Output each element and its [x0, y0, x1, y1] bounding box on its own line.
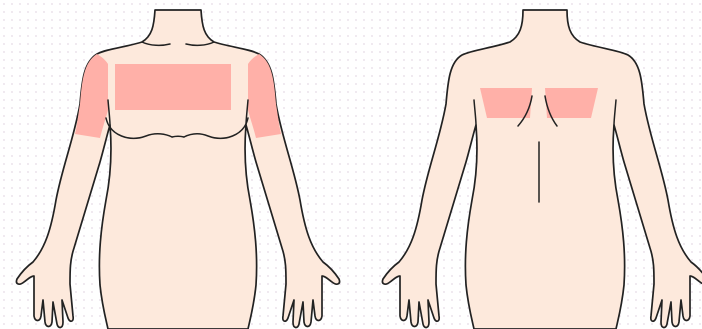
back-upper-left-zone [480, 88, 532, 118]
back-body-outline [382, 10, 702, 329]
front-chest-center [172, 136, 184, 137]
back-upper-right-zone [545, 88, 598, 118]
front-upper-chest-zone [115, 64, 231, 110]
back-figure [382, 10, 702, 329]
front-figure [16, 10, 339, 329]
front-body-outline [16, 10, 339, 329]
